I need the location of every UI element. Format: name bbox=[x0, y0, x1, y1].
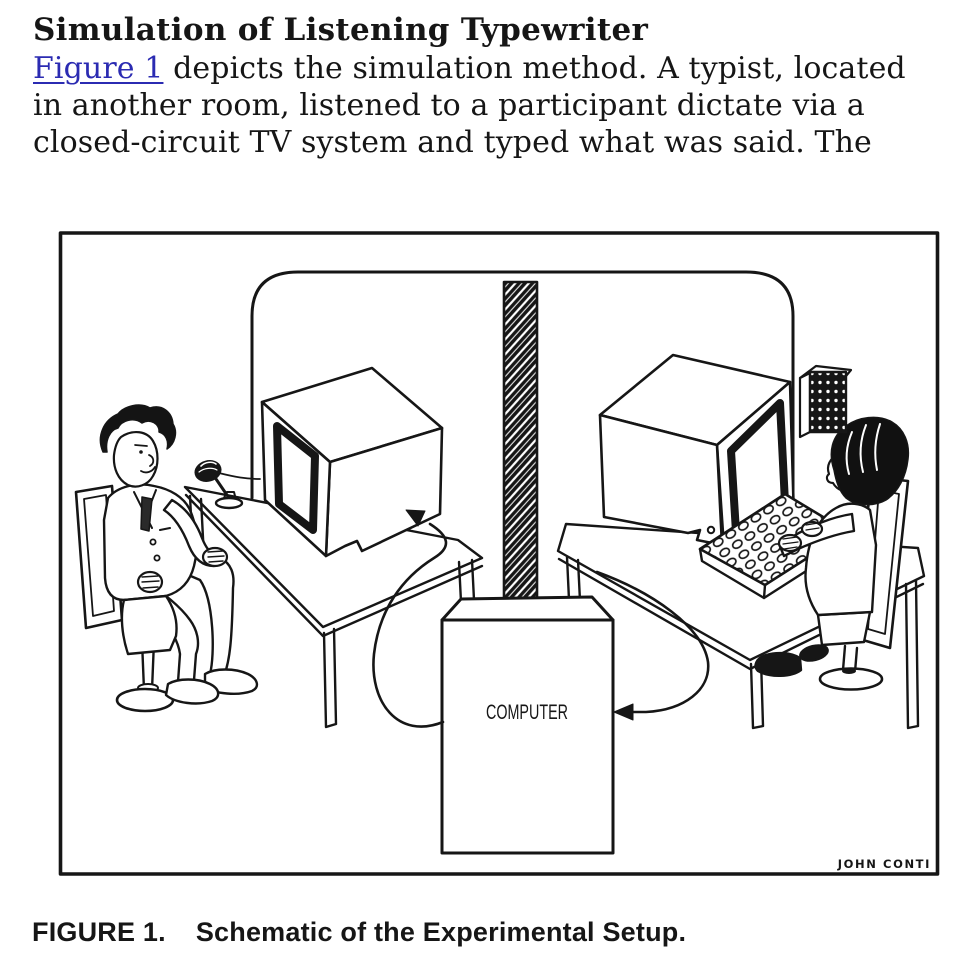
artist-signature: JOHN CONTI bbox=[837, 857, 931, 871]
microphone-base-cone bbox=[222, 491, 237, 501]
microphone-cable bbox=[218, 472, 261, 480]
right-arm bbox=[162, 498, 218, 568]
experimenter-chair bbox=[74, 484, 175, 713]
terminal-top bbox=[598, 353, 792, 447]
desk-right-top bbox=[556, 522, 926, 662]
coat-skirt bbox=[120, 594, 178, 656]
terminal-screen-side bbox=[715, 380, 796, 550]
computer-label: COMPUTER bbox=[486, 701, 568, 724]
near-hand bbox=[136, 570, 164, 594]
section-heading: Simulation of Listening Typewriter bbox=[33, 12, 649, 48]
far-shoe bbox=[203, 668, 259, 695]
keyboard-side bbox=[698, 530, 852, 600]
near-leg bbox=[148, 583, 200, 684]
typist-hand bbox=[777, 533, 803, 553]
experimenter-hair bbox=[99, 404, 177, 453]
speaker-grille bbox=[808, 370, 848, 434]
desk-left-legs bbox=[188, 494, 476, 729]
computer-front bbox=[440, 618, 615, 855]
cable-terminal-to-computer bbox=[595, 570, 710, 721]
speaker-side bbox=[798, 371, 812, 439]
paragraph-line-2: in another room, listened to a participa… bbox=[33, 88, 865, 123]
terminal-knob bbox=[706, 525, 716, 535]
paragraph-line-1: Figure 1 depicts the simulation method. … bbox=[33, 50, 958, 87]
figure-frame bbox=[58, 231, 940, 876]
coat-lapels bbox=[133, 489, 171, 531]
lab-coat bbox=[102, 483, 199, 602]
typist-chair bbox=[818, 475, 910, 691]
typist-face bbox=[825, 452, 858, 493]
desk-left-edge bbox=[184, 493, 484, 638]
experimenter-brow bbox=[134, 444, 148, 447]
typist-figure bbox=[754, 416, 910, 691]
desk-right bbox=[556, 522, 926, 730]
typist-chair-back bbox=[854, 475, 910, 650]
typist-arm bbox=[777, 512, 856, 558]
desk-right-edge bbox=[557, 557, 925, 671]
arrow-into-tv bbox=[405, 509, 426, 527]
figure-caption-number: FIGURE 1. bbox=[32, 917, 166, 947]
desk-left bbox=[183, 485, 484, 729]
tv-monitor bbox=[260, 366, 444, 558]
tv-side bbox=[324, 426, 444, 558]
microphone-stem bbox=[214, 477, 231, 500]
wall-speaker bbox=[798, 364, 853, 439]
chair-base bbox=[115, 687, 175, 713]
microphone bbox=[194, 460, 261, 510]
figure-caption-text: Schematic of the Experimental Setup. bbox=[195, 917, 687, 947]
experimenter-face bbox=[112, 431, 159, 488]
tv-front bbox=[260, 400, 332, 558]
figure-1-link[interactable]: Figure 1 bbox=[33, 51, 164, 86]
tv-screen bbox=[273, 422, 319, 534]
speaker-top bbox=[798, 364, 853, 380]
arrow-into-computer bbox=[613, 703, 634, 721]
typist-hand bbox=[800, 520, 824, 538]
typist-chair-post bbox=[841, 644, 859, 674]
typist-hair bbox=[830, 416, 910, 506]
coat-button bbox=[153, 554, 161, 562]
coat-button bbox=[149, 538, 157, 546]
tv-top bbox=[260, 366, 444, 464]
experimenter-smile bbox=[140, 466, 156, 474]
figure-caption: FIGURE 1. Schematic of the Experimental S… bbox=[32, 917, 686, 948]
article-text: Simulation of Listening Typewriter Figur… bbox=[33, 10, 958, 161]
paragraph-line-1-rest: depicts the simulation method. A typist,… bbox=[163, 51, 906, 86]
necktie bbox=[140, 496, 153, 532]
microphone-head bbox=[194, 460, 222, 482]
divider-wall bbox=[502, 280, 539, 604]
typist-shoe bbox=[799, 644, 829, 662]
computer-top bbox=[440, 595, 615, 622]
far-hand bbox=[201, 546, 229, 568]
experimenter-figure bbox=[74, 404, 259, 713]
terminal-front bbox=[598, 413, 724, 547]
cable-computer-to-tv bbox=[372, 509, 448, 728]
experimenter-nose bbox=[148, 454, 155, 467]
chair-back bbox=[74, 484, 124, 630]
typist-eye bbox=[838, 461, 848, 465]
chair-post-collar bbox=[137, 683, 159, 693]
desk-right-legs bbox=[565, 555, 920, 730]
room-outline bbox=[250, 270, 795, 542]
typist-chair-base bbox=[818, 667, 884, 691]
typist-body bbox=[804, 502, 878, 617]
far-leg bbox=[156, 552, 235, 678]
near-shoe bbox=[164, 678, 220, 705]
terminal-monitor bbox=[598, 353, 796, 550]
typist-shoe bbox=[754, 651, 803, 677]
computer-box: COMPUTER bbox=[440, 595, 615, 855]
desk-left-top bbox=[183, 485, 484, 629]
terminal-screen bbox=[727, 399, 789, 536]
keyboard-keys bbox=[698, 492, 850, 587]
microphone-base bbox=[214, 496, 244, 510]
experimenter-eye bbox=[139, 450, 143, 454]
paragraph-line-3: closed-circuit TV system and typed what … bbox=[33, 125, 872, 160]
typist-legs bbox=[816, 610, 872, 647]
chair-post bbox=[138, 590, 158, 692]
keyboard bbox=[698, 492, 852, 600]
